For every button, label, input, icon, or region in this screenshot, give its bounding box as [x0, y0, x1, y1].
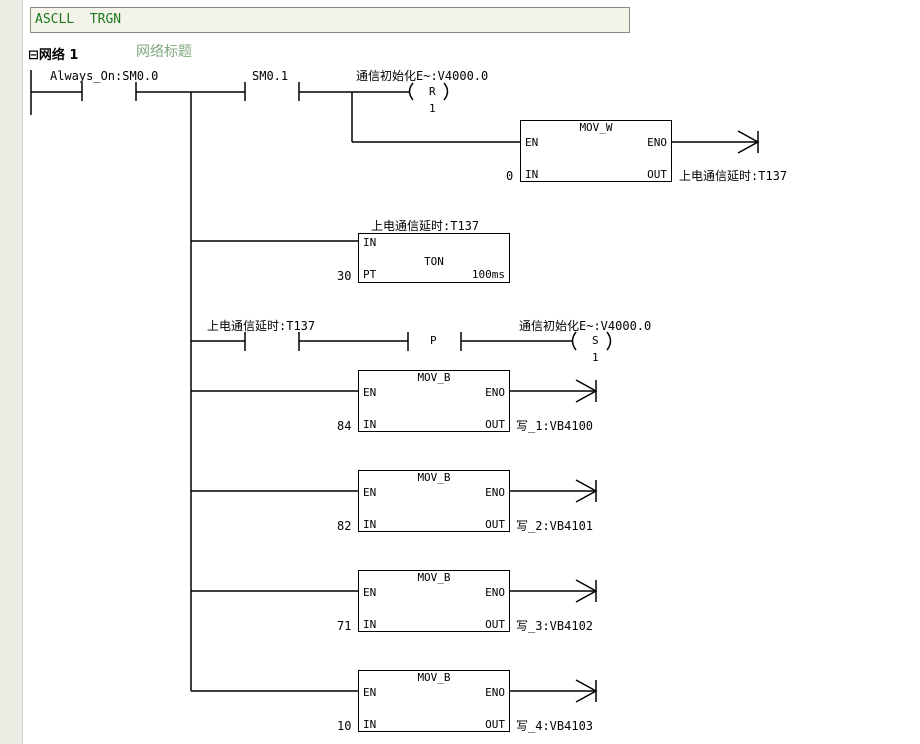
mov-b-in-pin: IN	[363, 718, 377, 731]
network-header[interactable]: ⊟网络 1	[28, 44, 78, 63]
collapse-toggle-icon[interactable]: ⊟	[28, 48, 39, 63]
mov-w-name: MOV_W	[579, 121, 613, 134]
network-comment[interactable]: 网络标题	[136, 44, 192, 60]
program-title-bar[interactable]: ASCLL TRGN	[30, 7, 630, 33]
mov-b-out-value[interactable]: 写_1:VB4100	[516, 419, 594, 433]
contact-p-letter[interactable]: P	[430, 334, 437, 347]
mov-w-in-pin: IN	[525, 168, 539, 181]
coil-set-label[interactable]: 通信初始化E~:V4000.0	[519, 319, 652, 333]
coil-set-count[interactable]: 1	[592, 351, 599, 364]
mov-b-name: MOV_B	[417, 671, 451, 684]
mov-w-in-value[interactable]: 0	[506, 169, 514, 183]
coil-set-left-arc	[571, 331, 577, 351]
mov-b-eno-pin: ENO	[485, 686, 505, 699]
mov-b-out-value[interactable]: 写_4:VB4103	[516, 719, 594, 733]
mov-w-eno-pin: ENO	[647, 136, 667, 149]
mov-b-block-2[interactable]: MOV_B EN ENO IN OUT	[358, 470, 510, 532]
mov-b-name: MOV_B	[417, 371, 451, 384]
mov-b-en-pin: EN	[363, 486, 377, 499]
mov-b-in-value[interactable]: 82	[337, 519, 352, 533]
mov-b-eno-pin: ENO	[485, 586, 505, 599]
coil-reset-label[interactable]: 通信初始化E~:V4000.0	[356, 69, 489, 83]
mov-w-en-pin: EN	[525, 136, 539, 149]
mov-b-name: MOV_B	[417, 471, 451, 484]
contact-sm01-label[interactable]: SM0.1	[252, 69, 289, 83]
ton-pt-value[interactable]: 30	[337, 269, 352, 283]
mov-b-out-pin: OUT	[485, 618, 505, 631]
coil-reset-left-arc	[408, 82, 414, 101]
mov-b-out-value[interactable]: 写_2:VB4101	[516, 519, 594, 533]
mov-b-out-pin: OUT	[485, 418, 505, 431]
mov-w-out-value[interactable]: 上电通信延时:T137	[679, 169, 788, 183]
ton-name: TON	[424, 255, 444, 268]
mov-b-out-pin: OUT	[485, 518, 505, 531]
coil-reset-right-arc	[443, 82, 449, 101]
mov-b-out-value[interactable]: 写_3:VB4102	[516, 619, 594, 633]
mov-b-in-pin: IN	[363, 518, 377, 531]
ton-label[interactable]: 上电通信延时:T137	[371, 219, 480, 233]
mov-b-out-pin: OUT	[485, 718, 505, 731]
mov-b-eno-pin: ENO	[485, 486, 505, 499]
mov-b-block-3[interactable]: MOV_B EN ENO IN OUT	[358, 570, 510, 632]
editor-left-gutter	[0, 0, 23, 744]
mov-b-in-pin: IN	[363, 418, 377, 431]
mov-b-block-4[interactable]: MOV_B EN ENO IN OUT	[358, 670, 510, 732]
mov-b-in-value[interactable]: 71	[337, 619, 352, 633]
mov-b-in-value[interactable]: 84	[337, 419, 352, 433]
coil-reset-count[interactable]: 1	[429, 102, 436, 115]
mov-b-block-1[interactable]: MOV_B EN ENO IN OUT	[358, 370, 510, 432]
mov-b-en-pin: EN	[363, 386, 377, 399]
mov-w-block[interactable]: MOV_W EN ENO IN OUT	[520, 120, 672, 182]
ton-pt-pin: PT	[363, 268, 377, 281]
mov-b-en-pin: EN	[363, 586, 377, 599]
mov-w-out-pin: OUT	[647, 168, 667, 181]
mov-b-en-pin: EN	[363, 686, 377, 699]
ton-timebase: 100ms	[471, 268, 505, 281]
mov-b-eno-pin: ENO	[485, 386, 505, 399]
ton-block[interactable]: IN TON PT 100ms	[358, 233, 510, 283]
coil-set-letter[interactable]: S	[592, 334, 599, 347]
contact-always-on-label[interactable]: Always_On:SM0.0	[50, 69, 159, 83]
mov-b-in-value[interactable]: 10	[337, 719, 352, 733]
coil-reset-letter[interactable]: R	[429, 85, 436, 98]
contact-t137-label[interactable]: 上电通信延时:T137	[207, 319, 316, 333]
mov-b-name: MOV_B	[417, 571, 451, 584]
mov-b-in-pin: IN	[363, 618, 377, 631]
network-title: 网络 1	[38, 48, 79, 63]
program-title: ASCLL TRGN	[35, 12, 122, 27]
coil-set-right-arc	[606, 331, 612, 351]
ton-in-pin: IN	[363, 236, 377, 249]
